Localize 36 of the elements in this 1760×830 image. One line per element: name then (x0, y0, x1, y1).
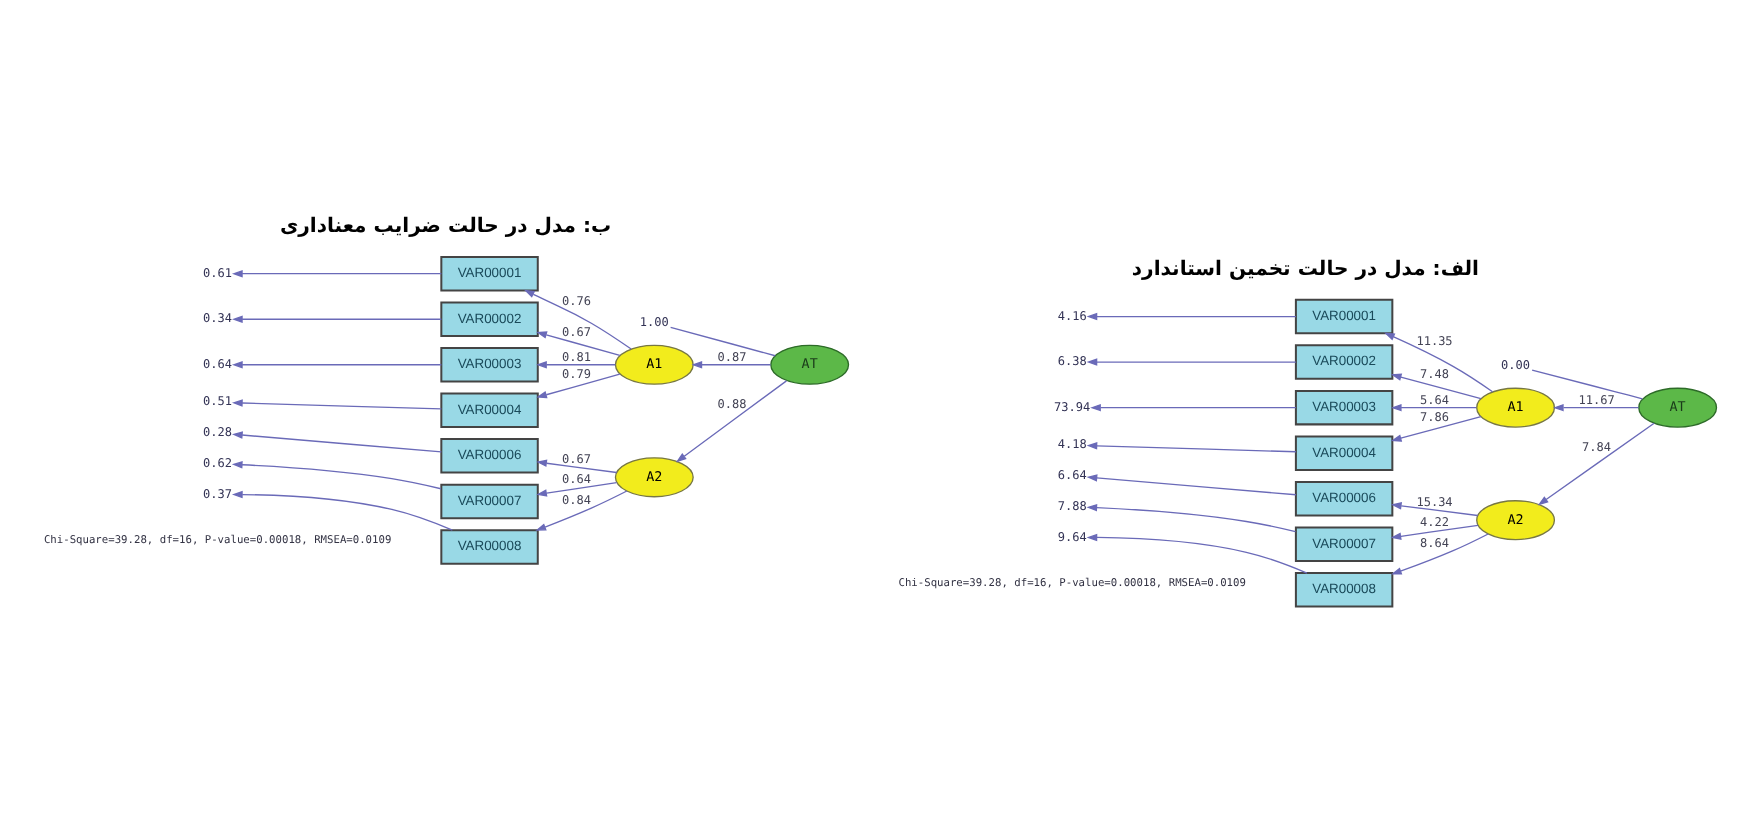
arrow (1090, 403, 1297, 412)
arrow (1390, 524, 1479, 541)
arrow (1537, 422, 1655, 506)
arrow (536, 482, 618, 497)
arrow (232, 431, 442, 453)
arrow (1086, 533, 1308, 574)
arrow (231, 490, 454, 531)
arrow (1086, 312, 1297, 321)
arrow (231, 315, 442, 323)
arrow (1086, 503, 1297, 533)
arrow (536, 361, 617, 369)
arrow (1086, 442, 1297, 453)
arrow (1390, 533, 1489, 575)
arrow (675, 380, 788, 463)
arrow (1390, 373, 1482, 400)
arrow (231, 461, 442, 490)
arrow (536, 373, 621, 399)
arrow (232, 399, 442, 410)
arrow (231, 361, 442, 369)
arrow (523, 289, 632, 350)
label: الف: مدل در حالت تخمین استاندارد (1131, 259, 1479, 282)
arrow (1390, 415, 1482, 442)
connector (669, 326, 776, 357)
arrow (231, 269, 442, 278)
connector (1531, 369, 1644, 400)
arrow (1552, 403, 1640, 412)
arrow (1086, 358, 1297, 366)
arrow (1390, 502, 1479, 517)
label: ب: مدل در حالت ضرایب معناداری (279, 216, 612, 239)
arrow (1384, 332, 1494, 393)
arrow (536, 331, 621, 357)
arrow (691, 361, 772, 369)
arrow (1086, 474, 1297, 496)
arrow (535, 490, 628, 531)
arrow (536, 459, 618, 474)
arrow (1390, 403, 1477, 412)
